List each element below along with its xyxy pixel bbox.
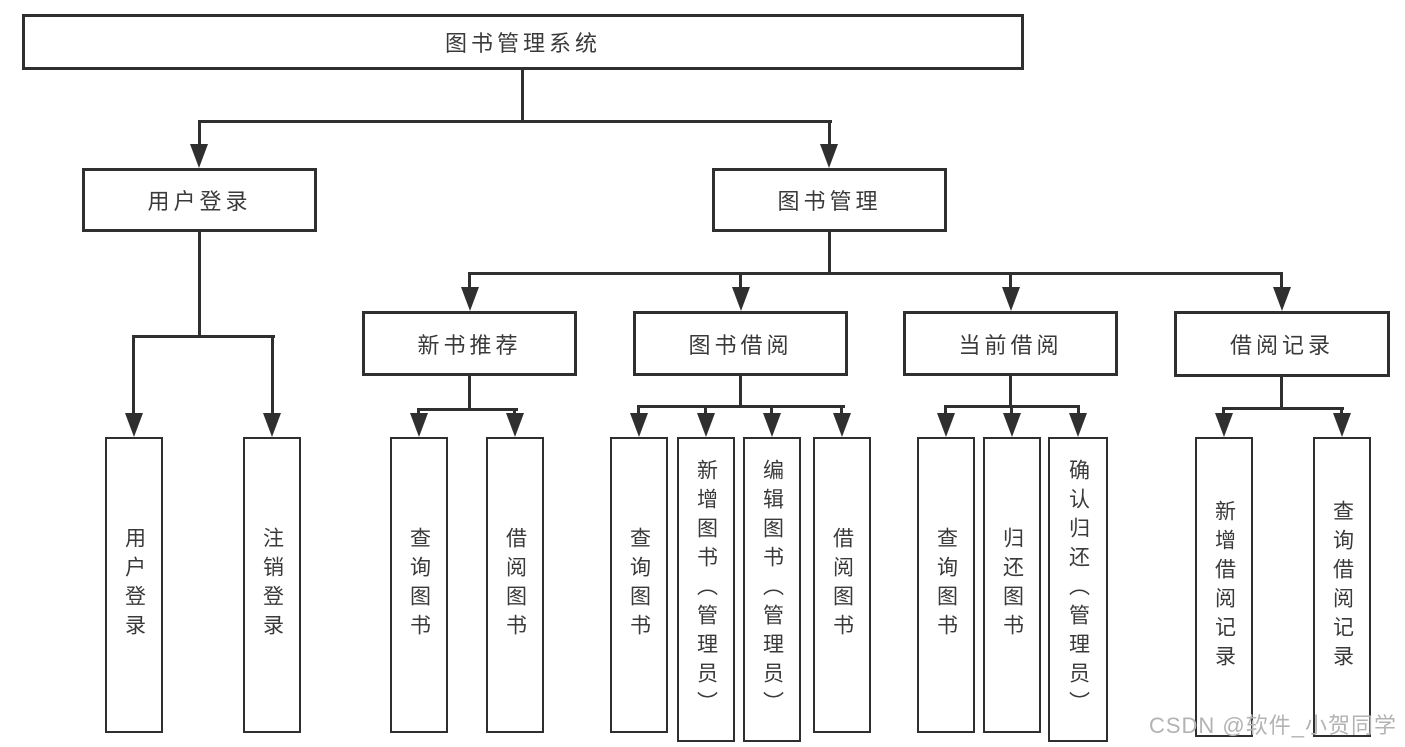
arrow-head (410, 413, 428, 437)
connector-line (468, 376, 471, 410)
leaf-label: 借阅图书 (830, 527, 854, 643)
leaf-label: 用户登录 (122, 527, 146, 643)
arrow-head (1003, 413, 1021, 437)
node-book-borrowing: 图书借阅 (633, 311, 848, 376)
leaf-label: 借阅图书 (503, 527, 527, 643)
arrow-head (263, 413, 281, 437)
leaf-borrow-books-borrowing: 借阅图书 (813, 437, 871, 733)
connector-line (1222, 407, 1225, 417)
arrow-head (1069, 413, 1087, 437)
leaf-label: 新增借阅记录 (1212, 500, 1236, 674)
connector-line (704, 405, 707, 417)
leaf-add-books-admin: 新增图书（管理员） (677, 437, 735, 742)
arrow-head (820, 144, 838, 168)
connector-line (739, 272, 742, 290)
arrow-head (125, 413, 143, 437)
leaf-confirm-return-admin: 确认归还（管理员） (1048, 437, 1108, 742)
connector-line (1280, 272, 1283, 290)
arrow-head (461, 287, 479, 311)
leaf-label: 查询图书 (407, 527, 431, 643)
node-user-login: 用户登录 (82, 168, 317, 232)
leaf-query-books-current: 查询图书 (917, 437, 975, 733)
connector-line (198, 232, 201, 338)
arrow-head (1333, 413, 1351, 437)
leaf-return-books: 归还图书 (983, 437, 1041, 733)
connector-line (637, 405, 640, 417)
connector-line (1222, 407, 1344, 410)
leaf-label: 归还图书 (1000, 527, 1024, 643)
connector-line (637, 405, 845, 408)
leaf-label: 注销登录 (260, 527, 284, 643)
connector-line (1010, 405, 1013, 417)
arrow-head (732, 287, 750, 311)
node-borrowing-records: 借阅记录 (1174, 311, 1390, 377)
connector-line (944, 405, 947, 417)
leaf-label: 确认归还（管理员） (1066, 459, 1090, 720)
connector-line (417, 408, 518, 411)
arrow-head (1215, 413, 1233, 437)
arrow-head (1273, 287, 1291, 311)
node-new-book-recommend: 新书推荐 (362, 311, 577, 376)
arrow-head (1002, 287, 1020, 311)
node-current-borrowing: 当前借阅 (903, 311, 1118, 376)
leaf-label: 新增图书（管理员） (694, 459, 718, 720)
connector-line (198, 120, 201, 148)
connector-line (132, 335, 275, 338)
connector-line (521, 70, 524, 123)
connector-line (1077, 405, 1080, 417)
connector-line (468, 272, 471, 290)
arrow-head (763, 413, 781, 437)
leaf-query-books-recommend: 查询图书 (390, 437, 448, 733)
leaf-query-books-borrowing: 查询图书 (610, 437, 668, 733)
arrow-head (506, 413, 524, 437)
connector-line (828, 232, 831, 274)
arrow-head (833, 413, 851, 437)
leaf-query-borrow-record: 查询借阅记录 (1313, 437, 1371, 737)
connector-line (739, 376, 742, 407)
leaf-label: 查询图书 (934, 527, 958, 643)
leaf-user-login: 用户登录 (105, 437, 163, 733)
arrow-head (190, 144, 208, 168)
node-library-management-system: 图书管理系统 (22, 14, 1024, 70)
connector-line (1340, 407, 1343, 417)
connector-line (1280, 377, 1283, 409)
arrow-head (697, 413, 715, 437)
leaf-logout: 注销登录 (243, 437, 301, 733)
connector-line (1009, 272, 1012, 290)
leaf-edit-books-admin: 编辑图书（管理员） (743, 437, 801, 742)
connector-line (840, 405, 843, 417)
leaf-label: 查询借阅记录 (1330, 500, 1354, 674)
leaf-borrow-books-recommend: 借阅图书 (486, 437, 544, 733)
connector-line (828, 120, 831, 148)
csdn-watermark: CSDN @软件_小贺同学 (1148, 713, 1397, 738)
connector-line (770, 405, 773, 417)
connector-line (1009, 376, 1012, 407)
node-book-management: 图书管理 (712, 168, 947, 232)
leaf-label: 查询图书 (627, 527, 651, 643)
leaf-label: 编辑图书（管理员） (760, 459, 784, 720)
arrow-head (630, 413, 648, 437)
connector-line (132, 335, 135, 417)
connector-line (198, 120, 832, 123)
connector-line (468, 272, 1283, 275)
arrow-head (937, 413, 955, 437)
connector-line (271, 335, 274, 417)
leaf-add-borrow-record: 新增借阅记录 (1195, 437, 1253, 737)
